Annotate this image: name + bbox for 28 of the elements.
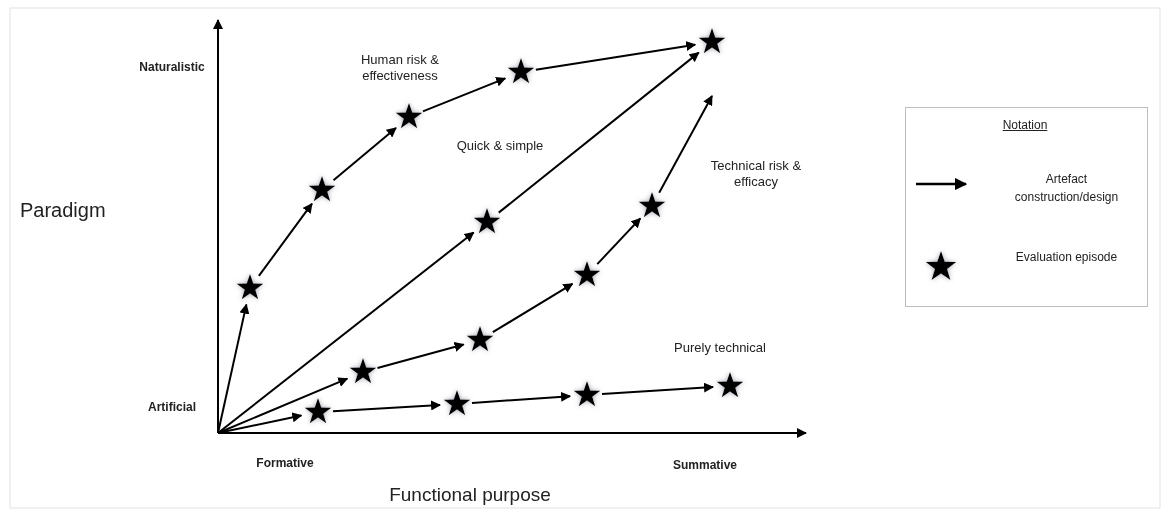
- path-label: Technical risk & efficacy: [709, 158, 803, 191]
- axis-title: Paradigm: [20, 198, 107, 223]
- arrow: [257, 202, 313, 277]
- path-label: Purely technical: [673, 340, 767, 357]
- legend-text: Artefact construction/design: [1013, 171, 1120, 206]
- arrow: [600, 382, 715, 396]
- arrow: [658, 95, 713, 194]
- path-label: Quick & simple: [455, 138, 545, 155]
- arrow: [497, 51, 700, 214]
- arrow: [596, 217, 642, 266]
- arrow: [332, 126, 397, 182]
- axis-label: Summative: [672, 458, 738, 473]
- axis-title: Functional purpose: [388, 483, 552, 507]
- axis-label: Naturalistic: [138, 60, 206, 75]
- arrow: [421, 77, 507, 113]
- arrow: [217, 303, 250, 434]
- legend-title: Notation: [1001, 118, 1049, 133]
- axis-label: Artificial: [147, 400, 197, 415]
- path-label: Human risk & effectiveness: [360, 52, 440, 85]
- arrow: [217, 231, 475, 434]
- arrow: [470, 391, 572, 404]
- arrow: [534, 41, 697, 71]
- arrow: [332, 400, 442, 413]
- arrow: [217, 412, 303, 434]
- arrow: [491, 282, 574, 334]
- arrow: [376, 342, 465, 370]
- axis-label: Formative: [255, 456, 315, 471]
- legend-text: Evaluation episode: [1014, 249, 1119, 266]
